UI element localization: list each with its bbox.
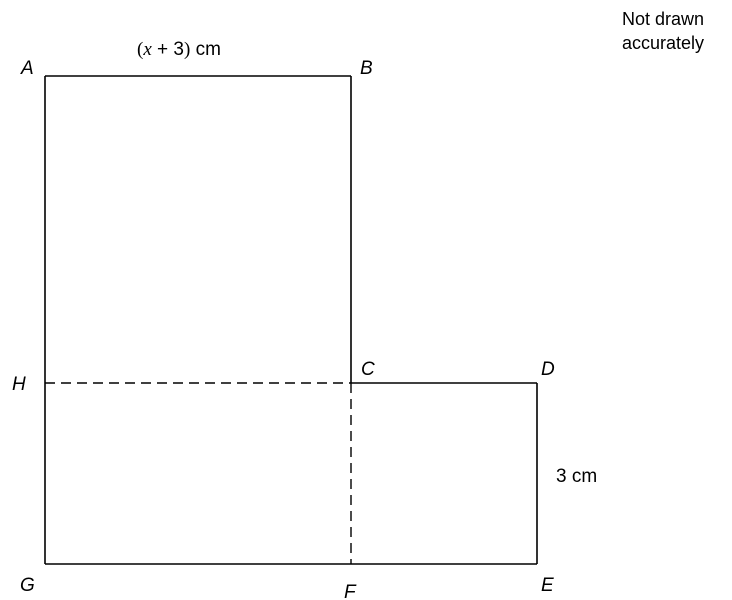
vertex-label-b: B (360, 58, 373, 79)
vertex-label-e: E (541, 575, 554, 596)
vertex-label-f: F (344, 582, 357, 600)
length-label-ab-unit: cm (190, 39, 221, 60)
length-label-ab-open: ( (137, 39, 143, 60)
length-label-ab-variable: x (142, 39, 152, 60)
note-line-1: Not drawn (621, 9, 705, 29)
length-label-de: 3 cm (556, 466, 597, 487)
length-label-ab: (x + 3) cm (137, 39, 221, 60)
vertex-label-c: C (361, 359, 375, 380)
length-label-ab-close: ) (184, 39, 190, 60)
vertex-label-a: A (20, 58, 34, 79)
length-label-ab-rest: + 3 (152, 39, 184, 60)
vertex-label-g: G (20, 575, 35, 596)
not-drawn-accurately-note: Not drawn accurately (596, 7, 730, 55)
vertex-label-d: D (541, 359, 555, 380)
note-line-2: accurately (621, 33, 705, 53)
vertex-label-h: H (12, 374, 26, 395)
